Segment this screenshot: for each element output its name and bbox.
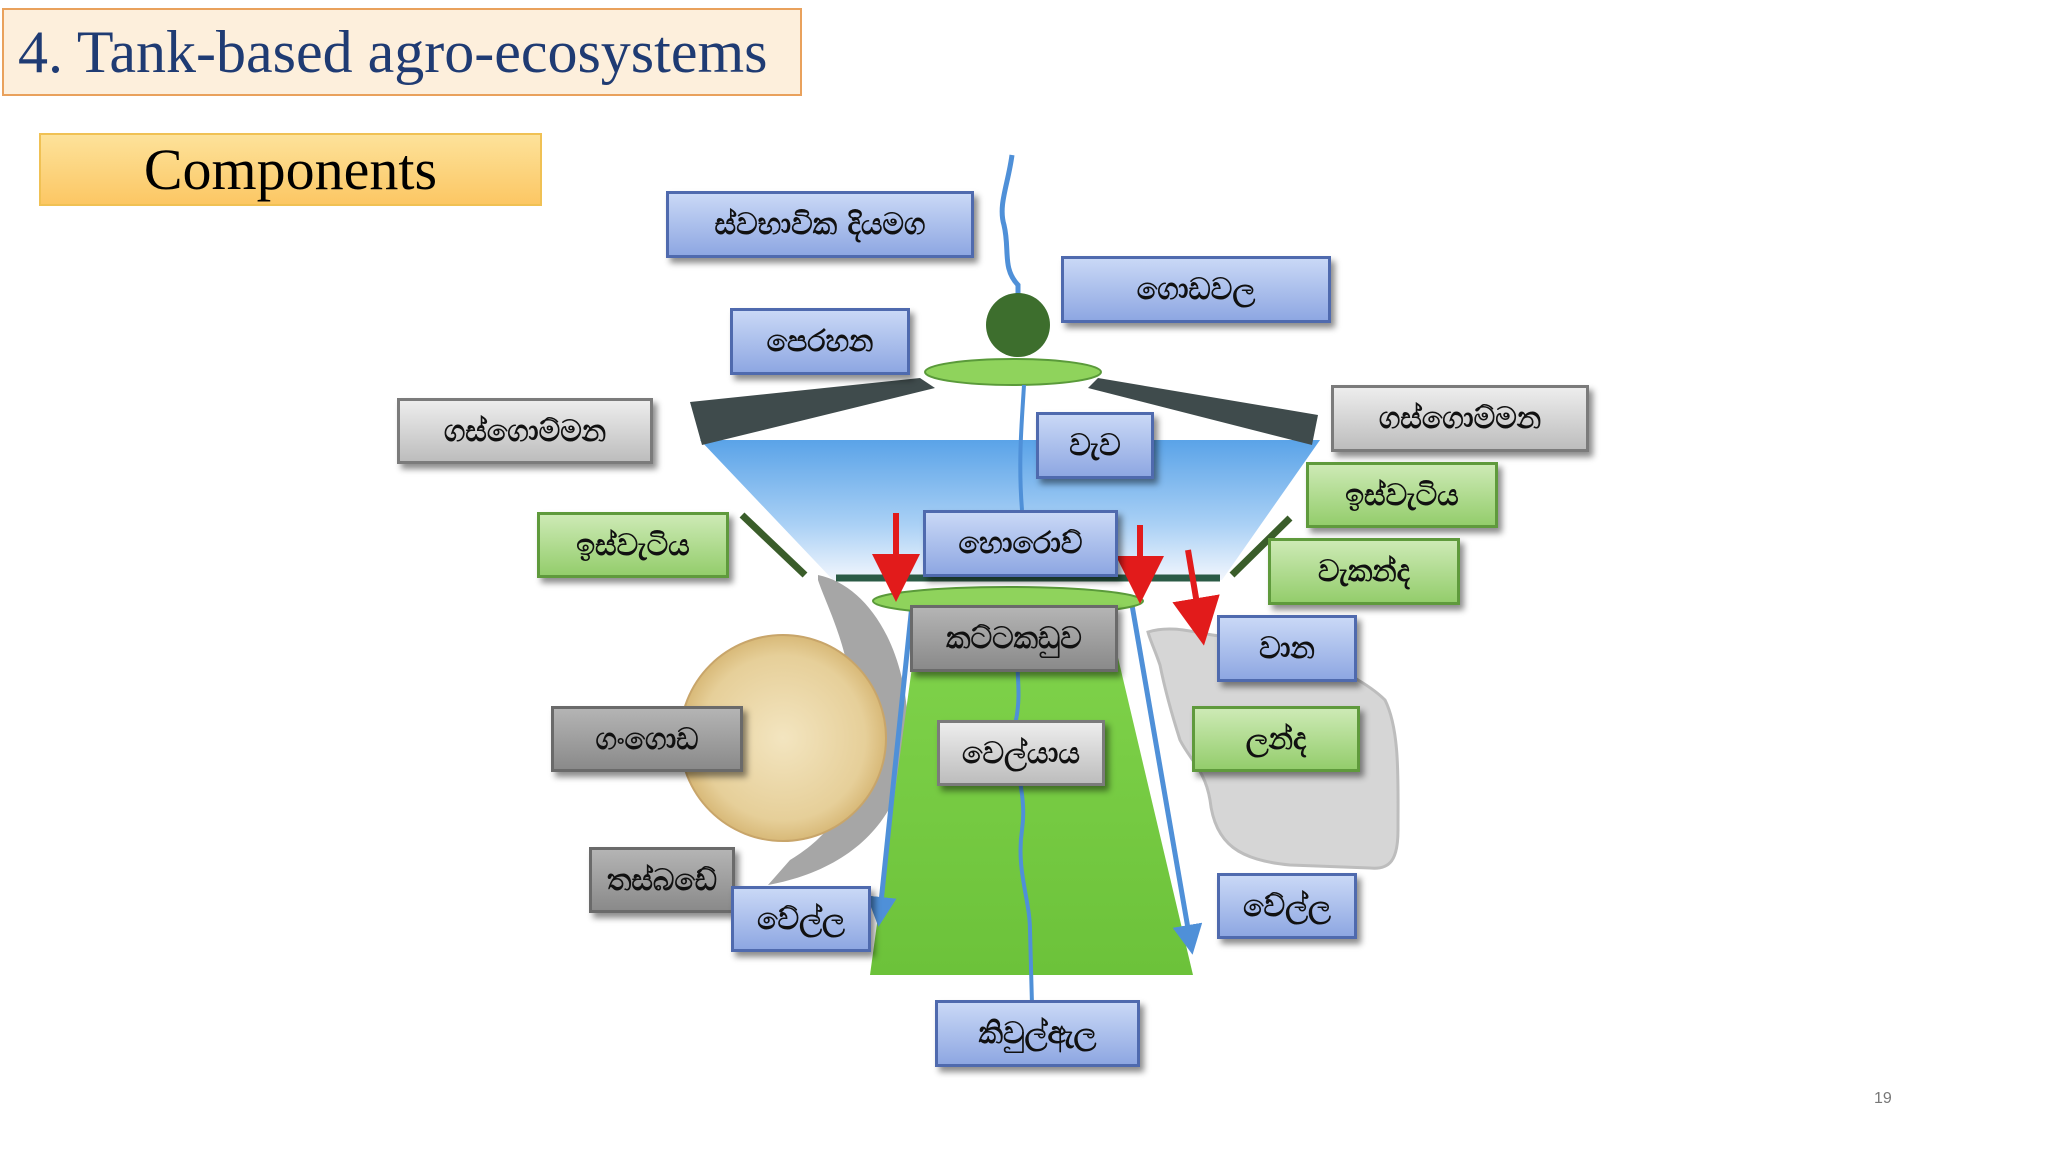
label-sluice: හොරොව් xyxy=(923,510,1118,577)
natural-stream xyxy=(999,154,1021,300)
label-shrub-belt-right: ඉස්වැටිය xyxy=(1306,462,1498,528)
label-canal-right: වේල්ල xyxy=(1217,873,1357,939)
village-arc xyxy=(768,575,909,885)
components-heading: Components xyxy=(39,133,542,206)
tree-belt-right-shape xyxy=(1088,378,1318,445)
red-arrow-right xyxy=(1172,549,1220,646)
shrub-belt-right-line xyxy=(1229,515,1293,578)
label-filter-zone: පෙරහන xyxy=(730,308,910,375)
slide-title: 4. Tank-based agro-ecosystems xyxy=(2,8,802,96)
tree-belt-left-shape xyxy=(690,378,935,445)
label-shrub-belt-left: ඉස්වැටිය xyxy=(537,512,729,578)
label-upper-tanks: ගොඩවල xyxy=(1061,256,1331,323)
shrub-belt-left-line xyxy=(739,512,808,578)
page-number: 19 xyxy=(1874,1090,1892,1107)
label-natural-waterway: ස්වභාවික දියමග xyxy=(666,191,974,258)
label-tank: වැව xyxy=(1036,412,1154,479)
upper-tank-circle xyxy=(986,293,1050,357)
filter-zone-ellipse xyxy=(924,358,1102,386)
label-village: ගංගොඩ xyxy=(551,706,743,772)
label-tank-bund: වැකන්ද xyxy=(1268,538,1460,605)
label-tree-belt-left: ගස්ගොම්මන xyxy=(397,398,653,464)
label-homestead-plot: ලන්ද xyxy=(1192,706,1360,772)
canal-left-line xyxy=(866,604,915,927)
label-bund-path: කට්ටකඩුව xyxy=(910,605,1118,672)
label-protected-tract: තස්බඩේ xyxy=(589,847,735,913)
tank-inflow-line xyxy=(1018,384,1026,511)
label-paddy-field: වෙල්යාය xyxy=(937,720,1105,786)
label-drainage-outlet: කිවුල්ඇල xyxy=(935,1000,1140,1067)
label-tree-belt-right: ගස්ගොම්මන xyxy=(1331,385,1589,452)
canal-right-line xyxy=(1129,604,1203,955)
label-canal-left: වේල්ල xyxy=(731,886,871,952)
label-spill: වාන xyxy=(1217,615,1357,682)
